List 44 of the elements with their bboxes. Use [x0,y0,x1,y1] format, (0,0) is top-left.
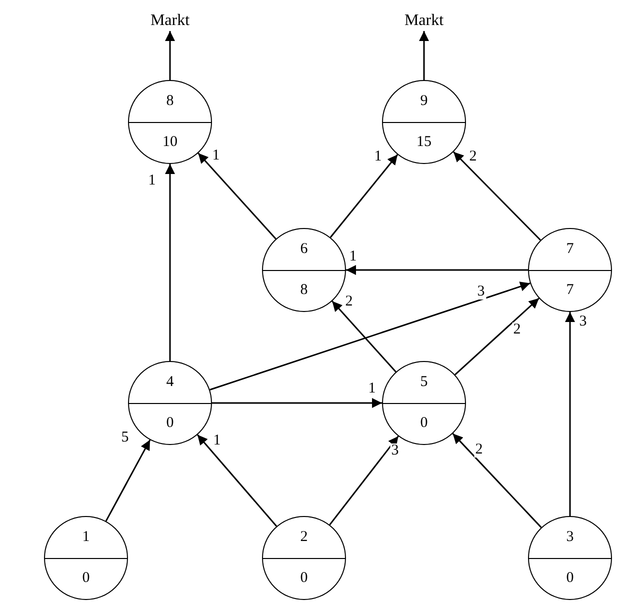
arrow [452,433,542,528]
node-value: 15 [416,135,432,150]
arrow [165,164,175,361]
arrow [105,440,151,522]
arrow [452,151,542,241]
arrow [212,398,382,408]
node-number: 2 [300,530,308,545]
market-label: Markt [150,13,190,29]
node-value: 0 [300,571,308,586]
node-circle [528,228,612,312]
arrow [346,265,528,275]
node-value: 0 [166,416,174,432]
node-number: 1 [82,530,90,545]
node-value: 8 [300,283,308,298]
node-number: 7 [566,242,574,257]
market-label: Markt [404,13,444,29]
arrow [419,31,429,80]
arrow [454,298,540,376]
edge-label: 3 [476,284,486,300]
node-number: 9 [420,94,428,109]
arrow [165,31,175,80]
node-number: 5 [420,374,428,390]
node-number: 8 [166,94,174,109]
node-circle [44,516,128,600]
node-circle [262,516,346,600]
node-number: 6 [300,242,308,257]
node-number: 3 [566,530,574,545]
arrow [198,152,276,240]
node-value: 10 [162,135,178,150]
arrow [196,434,278,527]
node-circle [528,516,612,600]
node-circle [382,361,466,445]
arrow [210,282,530,390]
node-value: 0 [566,571,574,586]
edge-label: 2 [474,442,484,458]
arrow [565,312,575,516]
arrow [330,154,398,238]
node-value: 7 [566,283,574,298]
arrow [332,300,396,372]
node-value: 0 [82,571,90,586]
node-value: 0 [420,416,428,432]
node-circle [128,80,212,164]
node-number: 4 [166,374,174,390]
arrow [329,436,399,526]
